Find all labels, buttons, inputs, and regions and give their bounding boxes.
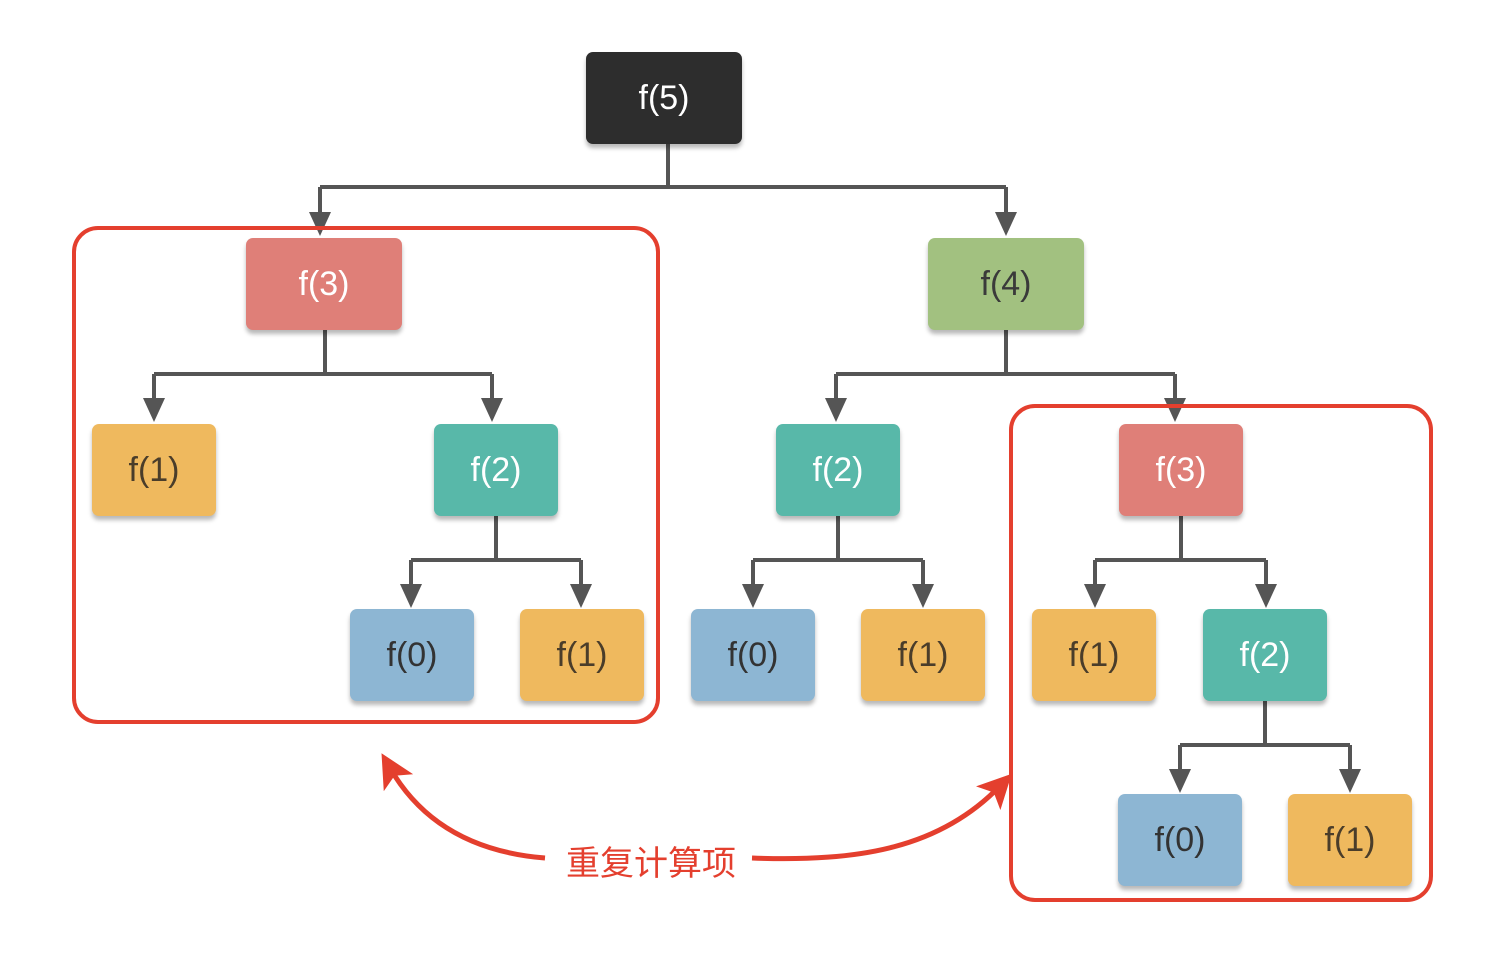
node-f1-mid: f(1): [861, 609, 985, 701]
edges-left-f2: [400, 516, 592, 608]
edges-left-f3: [143, 330, 503, 422]
node-f0-right: f(0): [1118, 794, 1242, 886]
duplicate-highlight-left: [72, 226, 660, 724]
edges-mid-f2: [742, 516, 934, 608]
node-f5-root: f(5): [586, 52, 742, 144]
node-f2-right: f(2): [1203, 609, 1327, 701]
node-f0-left: f(0): [350, 609, 474, 701]
node-f1-left: f(1): [92, 424, 216, 516]
node-f1-right-b: f(1): [1288, 794, 1412, 886]
node-f0-mid: f(0): [691, 609, 815, 701]
edges-right-f3: [1084, 516, 1277, 608]
node-f4: f(4): [928, 238, 1084, 330]
node-f3-left: f(3): [246, 238, 402, 330]
node-f2-left: f(2): [434, 424, 558, 516]
node-f1-left-b: f(1): [520, 609, 644, 701]
annotation-arrow-left: [381, 753, 546, 861]
duplicate-highlight-right: [1009, 404, 1433, 902]
edges-right-f2: [1169, 701, 1361, 793]
node-f3-right: f(3): [1119, 424, 1243, 516]
annotation-arrow-right: [751, 773, 1012, 862]
node-f1-right: f(1): [1032, 609, 1156, 701]
node-f2-mid: f(2): [776, 424, 900, 516]
edges-root: [309, 144, 1017, 236]
duplicate-computation-label: 重复计算项: [566, 843, 736, 884]
